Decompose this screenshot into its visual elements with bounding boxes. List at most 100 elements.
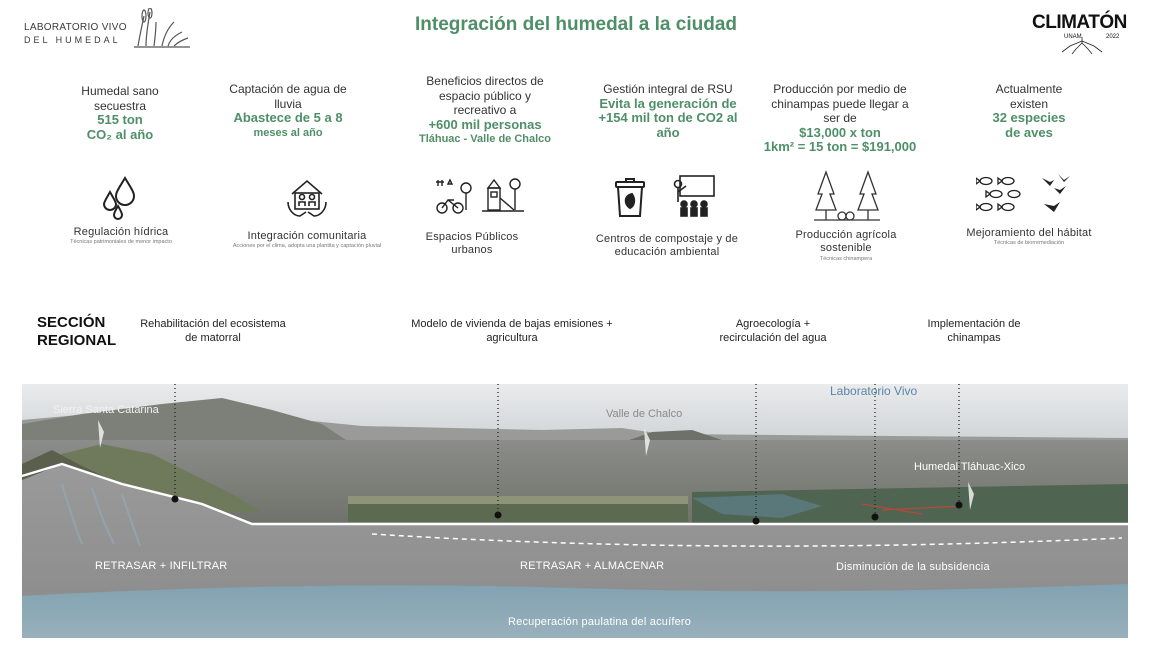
stat-highlight: 515 ton	[97, 112, 143, 127]
feature-label: Producción agrícola sostenible	[795, 229, 897, 254]
wetland-area	[692, 484, 1128, 526]
callout-matorral: Rehabilitación del ecosistema de matorra…	[128, 317, 298, 345]
logo-climaton: CLIMATÓN UNAM 2022	[1032, 12, 1132, 55]
stat-text: existen	[1009, 96, 1049, 111]
infiltration-streaks	[61, 483, 141, 547]
aquifer-band	[22, 584, 1128, 638]
place-laboratorio: Laboratorio Vivo	[830, 384, 918, 398]
stat-text: Actualmente	[995, 82, 1063, 96]
callout-dot	[871, 513, 879, 521]
subsidence-line	[371, 533, 1123, 547]
stat-highlight: meses al año	[253, 126, 323, 139]
stat-chinampas: Producción por medio de chinampas puede …	[756, 82, 924, 155]
regional-section-image	[22, 384, 1128, 638]
stat-highlight: año	[656, 124, 680, 140]
classroom-icon	[673, 175, 715, 217]
stat-highlight: CO₂ al año	[86, 126, 154, 142]
place-sierra: Sierra Santa Catarina	[53, 404, 159, 416]
callout-dot	[955, 501, 963, 509]
community-icon	[287, 179, 327, 217]
stat-highlight: Evita la generación de	[599, 95, 737, 111]
stat-text: espacio público y	[438, 88, 532, 103]
stat-public-space: Beneficios directos de espacio público y…	[410, 74, 560, 147]
stat-text: secuestra	[93, 98, 147, 113]
stat-highlight: 1km² = 15 ton = $191,000	[763, 139, 917, 154]
place-humedal: Humedal Tláhuac-Xico	[914, 461, 1026, 473]
callout-line: de matorral	[185, 332, 241, 344]
ground-line	[22, 462, 1128, 526]
callout-line: agricultura	[486, 332, 538, 344]
label-acuifero: Recuperación paulatina del acuífero	[508, 616, 692, 628]
stat-rsu: Gestión integral de RSU Evita la generac…	[593, 82, 743, 140]
trees-icon	[814, 170, 880, 221]
stat-text: Beneficios directos de	[426, 74, 544, 88]
label-almacenar: RETRASAR + ALMACENAR	[520, 560, 665, 572]
humedal-marker	[968, 482, 974, 510]
callout-line: Agroecología +	[735, 318, 811, 330]
compost-bin-icon	[615, 178, 645, 217]
feature-sublabel: Acciones por el clima, adopta una planti…	[232, 243, 382, 249]
water-drops-icon	[102, 176, 136, 220]
stat-birds: Actualmente existen 32 especies de aves	[954, 82, 1104, 140]
stat-highlight: Tláhuac - Valle de Chalco	[418, 133, 552, 145]
callout-dot	[752, 517, 760, 525]
callout-leaders	[174, 384, 960, 520]
callout-line: Modelo de vivienda de bajas emisiones +	[411, 318, 613, 330]
callout-agroecologia: Agroecología + recirculación del agua	[700, 317, 846, 345]
logo-climaton-year: 2022	[1106, 34, 1120, 40]
birds-icon	[1042, 174, 1070, 212]
callout-dot	[171, 495, 179, 503]
stat-text: Captación de agua de	[229, 82, 347, 96]
feature-label: Espacios Públicos urbanos	[425, 231, 519, 256]
feature-label: Mejoramiento del hábitat	[966, 227, 1092, 239]
stat-text: Gestión integral de RSU	[603, 82, 733, 96]
stat-text: ser de	[823, 111, 857, 125]
label-subsidencia: Disminución de la subsidencia	[836, 561, 990, 573]
logo-laboratorio-vivo: LABORATORIO VIVO DEL HUMEDAL	[22, 8, 190, 50]
callout-line: Implementación de	[927, 318, 1021, 330]
sierra-mountain	[22, 398, 352, 444]
section-title: SECCIÓN REGIONAL	[37, 314, 116, 350]
feature-label: Regulación hídrica	[73, 226, 169, 238]
stat-highlight: +600 mil personas	[428, 116, 542, 132]
callout-dot	[494, 511, 502, 519]
stat-text: chinampas puede llegar a	[771, 96, 909, 111]
callout-line: chinampas	[947, 332, 1001, 344]
park-bike-icon	[436, 178, 472, 214]
playground-icon	[482, 178, 524, 212]
callout-line: Rehabilitación del ecosistema	[140, 318, 286, 330]
page-title: Integración del humedal a la ciudad	[414, 14, 738, 35]
wetland-water	[692, 494, 822, 518]
valle-marker	[644, 428, 650, 456]
stat-text: Humedal sano	[81, 84, 159, 98]
section-title-line: REGIONAL	[37, 332, 117, 349]
callout-vivienda: Modelo de vivienda de bajas emisiones + …	[396, 317, 628, 345]
sierra-marker	[98, 420, 104, 448]
stat-highlight: Abastece de 5 a 8	[233, 110, 343, 125]
roots-icon	[1061, 37, 1103, 55]
stat-carbon: Humedal sano secuestra 515 ton CO₂ al añ…	[45, 84, 195, 142]
stat-highlight: +154 mil ton de CO2 al	[598, 110, 738, 125]
stat-highlight: $13,000 x ton	[799, 124, 881, 140]
chinampa-lines	[861, 503, 963, 515]
feature-sublabel: Técnicas patrimoniales de menor impacto	[70, 239, 172, 245]
reeds-icon	[134, 8, 190, 48]
housing-roofs	[348, 496, 688, 504]
fish-icon	[976, 176, 1021, 212]
feature-sublabel: Técnicas chinampera	[819, 256, 873, 262]
feature-label: Centros de compostaje y de educación amb…	[595, 233, 739, 258]
stat-text: Producción por medio de	[773, 82, 907, 96]
callout-chinampas: Implementación de chinampas	[906, 317, 1042, 345]
stat-text: lluvia	[274, 96, 302, 111]
logo-line-2: DEL HUMEDAL	[24, 35, 121, 45]
label-infiltrar: RETRASAR + INFILTRAR	[95, 560, 228, 572]
logo-climaton-unam: UNAM	[1064, 34, 1082, 40]
callout-line: recirculación del agua	[719, 332, 827, 344]
logo-climaton-name: CLIMATÓN	[1032, 12, 1127, 33]
place-valle: Valle de Chalco	[606, 408, 683, 420]
feature-sublabel: Técnicas de biorremediación	[993, 240, 1065, 246]
logo-line-1: LABORATORIO VIVO	[24, 22, 127, 33]
stat-highlight: 32 especies	[992, 110, 1066, 125]
section-title-line: SECCIÓN	[37, 314, 106, 331]
stat-text: recreativo a	[453, 103, 517, 117]
